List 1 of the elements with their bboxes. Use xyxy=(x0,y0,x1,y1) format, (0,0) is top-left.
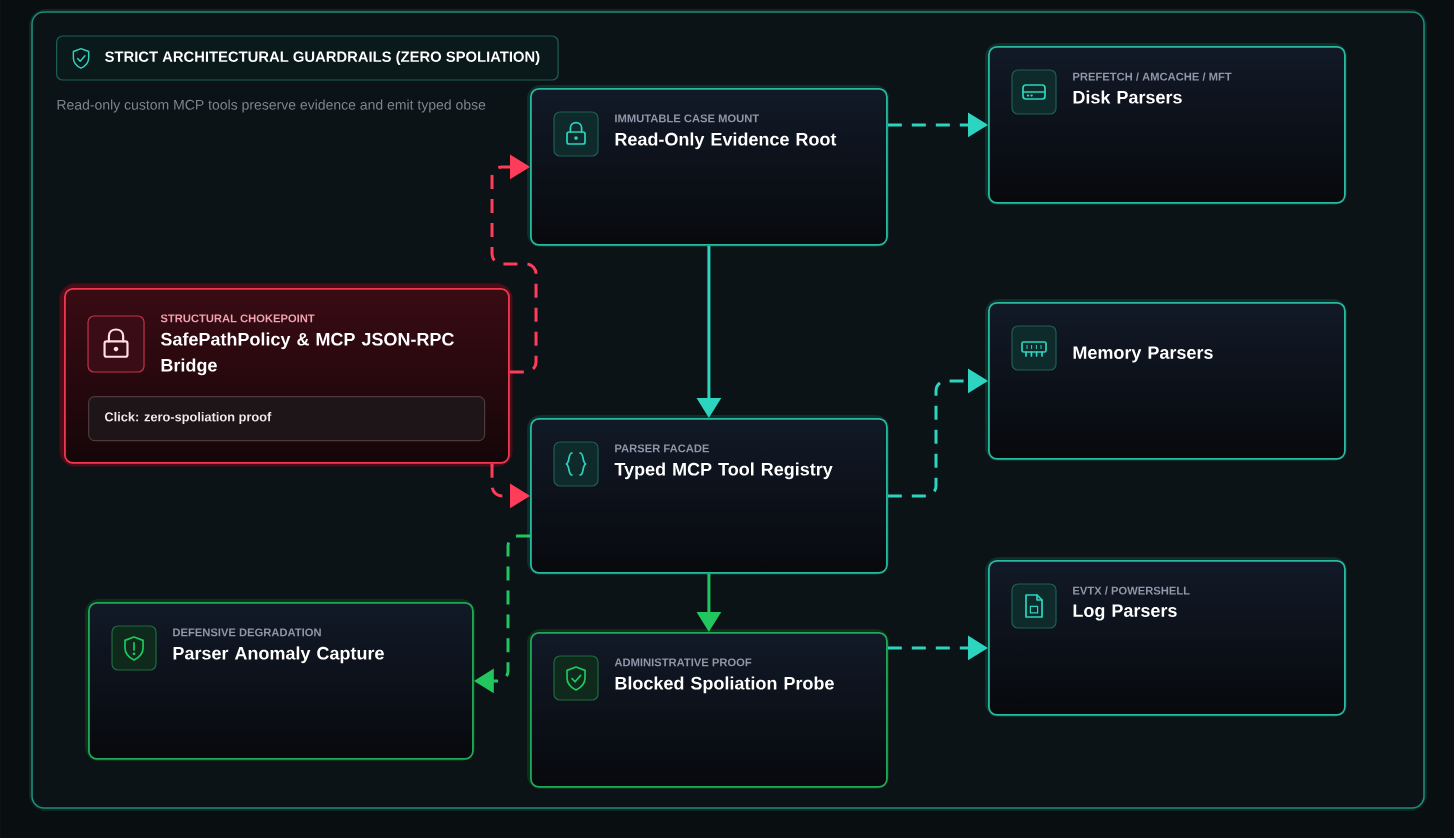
card: Memory Parsers xyxy=(985,299,1347,461)
